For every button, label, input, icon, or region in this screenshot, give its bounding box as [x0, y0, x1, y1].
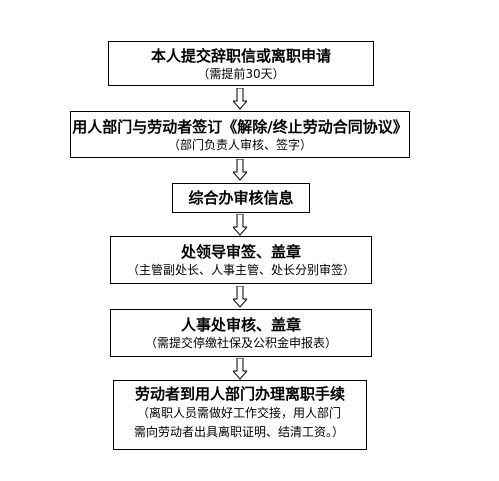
step-note: （需提交停缴社保及公积金申报表）: [144, 336, 337, 350]
down-arrow-icon: [233, 159, 247, 181]
step-general-office-review: 综合办审核信息: [172, 183, 310, 213]
step-note-line: （离职人员需做好工作交接，用人部门: [136, 406, 341, 420]
down-arrow-icon: [233, 358, 247, 380]
step-note: （需提前30天）: [197, 67, 285, 81]
step-title: 劳动者到用人部门办理离职手续: [134, 385, 345, 403]
step-sign-termination-agreement: 用人部门与劳动者签订《解除/终止劳动合同协议》 （部门负责人审核、签字）: [70, 111, 410, 158]
step-title: 综合办审核信息: [188, 189, 294, 207]
step-title: 人事处审核、盖章: [180, 316, 301, 334]
down-arrow-icon: [233, 88, 247, 110]
step-title: 用人部门与劳动者签订《解除/终止劳动合同协议》: [72, 118, 408, 136]
down-arrow-icon: [233, 286, 247, 308]
step-note: （主管副处长、人事主管、处长分别审签）: [126, 263, 355, 277]
step-resignation-procedures: 劳动者到用人部门办理离职手续 （离职人员需做好工作交接，用人部门 需向劳动者出具…: [113, 380, 367, 450]
step-leadership-approval: 处领导审签、盖章 （主管副处长、人事主管、处长分别审签）: [110, 236, 372, 284]
step-note: （部门负责人审核、签字）: [167, 138, 312, 152]
step-title: 处领导审签、盖章: [180, 243, 301, 261]
step-submit-resignation: 本人提交辞职信或离职申请 （需提前30天）: [108, 41, 374, 86]
step-title: 本人提交辞职信或离职申请: [150, 47, 331, 65]
step-note-line: 需向劳动者出具离职证明、结清工资。）: [133, 425, 344, 439]
down-arrow-icon: [233, 214, 247, 236]
step-hr-review: 人事处审核、盖章 （需提交停缴社保及公积金申报表）: [110, 309, 372, 357]
